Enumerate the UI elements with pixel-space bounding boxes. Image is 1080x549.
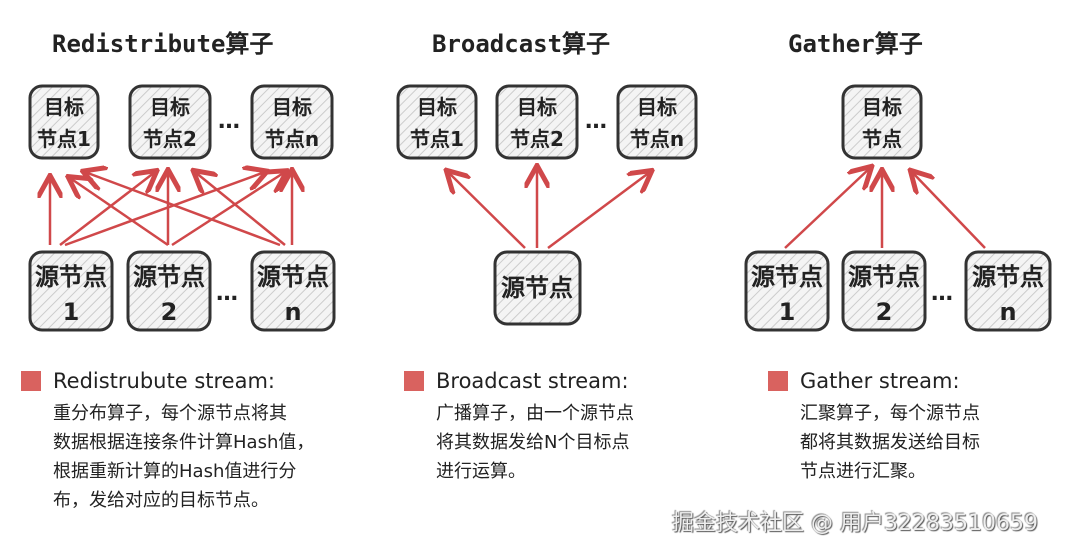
legend-swatch bbox=[21, 371, 41, 391]
arrow bbox=[171, 172, 285, 247]
redistribute-source-1: 源节点 1 bbox=[28, 250, 114, 332]
legend-title: Broadcast stream: bbox=[436, 369, 629, 393]
redistribute-title: Redistribute算子 bbox=[52, 30, 273, 58]
broadcast-arrows bbox=[448, 168, 650, 250]
arrow bbox=[547, 172, 650, 250]
svg-text:源节点: 源节点 bbox=[257, 263, 329, 291]
svg-text:目标: 目标 bbox=[862, 95, 902, 119]
svg-text:节点: 节点 bbox=[862, 127, 902, 151]
svg-text:2: 2 bbox=[161, 298, 178, 326]
gather-source-n: 源节点 n bbox=[964, 250, 1052, 332]
svg-text:源节点: 源节点 bbox=[751, 263, 823, 291]
svg-text:目标: 目标 bbox=[417, 95, 457, 119]
svg-text:1: 1 bbox=[63, 298, 80, 326]
ellipsis: … bbox=[931, 281, 953, 306]
legend-title: Redistrubute stream: bbox=[53, 369, 275, 393]
svg-text:目标: 目标 bbox=[150, 95, 190, 119]
svg-text:节点n: 节点n bbox=[265, 127, 319, 151]
svg-text:源节点: 源节点 bbox=[972, 263, 1044, 291]
ellipsis: … bbox=[216, 281, 238, 306]
svg-text:节点n: 节点n bbox=[630, 127, 684, 151]
arrow bbox=[195, 172, 286, 246]
svg-text:1: 1 bbox=[779, 298, 796, 326]
legend-description: 重分布算子，每个源节点将其数据根据连接条件计算Hash值，根据重新计算的Hash… bbox=[53, 403, 315, 511]
svg-text:2: 2 bbox=[876, 298, 893, 326]
legend-description: 汇聚算子，每个源节点都将其数据发送给目标节点进行汇聚。 bbox=[800, 403, 980, 482]
gather-source-1: 源节点 1 bbox=[744, 250, 830, 332]
legend-title: Gather stream: bbox=[800, 369, 960, 393]
svg-text:n: n bbox=[999, 298, 1016, 326]
svg-text:目标: 目标 bbox=[272, 95, 312, 119]
ellipsis: … bbox=[218, 109, 240, 134]
svg-text:节点1: 节点1 bbox=[410, 127, 464, 151]
redistribute-source-2: 源节点 2 bbox=[126, 250, 212, 332]
arrow bbox=[784, 168, 870, 249]
broadcast-source: 源节点 bbox=[493, 250, 582, 326]
svg-text:源节点: 源节点 bbox=[501, 274, 573, 302]
arrow bbox=[59, 172, 155, 246]
svg-text:节点2: 节点2 bbox=[510, 127, 564, 151]
gather-arrows bbox=[784, 168, 986, 249]
legend-swatch bbox=[768, 371, 788, 391]
arrow bbox=[85, 172, 281, 247]
redistribute-source-n: 源节点 n bbox=[250, 250, 336, 332]
arrow bbox=[912, 172, 986, 249]
broadcast-title: Broadcast算子 bbox=[432, 30, 610, 58]
ellipsis: … bbox=[585, 109, 607, 134]
legend-swatch bbox=[404, 371, 424, 391]
gather-title: Gather算子 bbox=[788, 30, 923, 58]
svg-text:源节点: 源节点 bbox=[848, 263, 920, 291]
arrow bbox=[448, 172, 526, 249]
svg-text:目标: 目标 bbox=[517, 95, 557, 119]
svg-text:n: n bbox=[284, 298, 301, 326]
legend-description: 广播算子，由一个源节点将其数据发给N个目标点进行运算。 bbox=[436, 403, 634, 482]
svg-text:节点2: 节点2 bbox=[143, 127, 197, 151]
svg-text:目标: 目标 bbox=[637, 95, 677, 119]
gather-target: 目标节点 bbox=[841, 84, 923, 160]
watermark: 掘金技术社区 @ 用户32283510659 bbox=[672, 511, 1038, 536]
redistribute-arrows bbox=[50, 172, 292, 247]
svg-text:目标: 目标 bbox=[44, 95, 84, 119]
arrow bbox=[64, 172, 265, 247]
svg-text:节点1: 节点1 bbox=[37, 127, 91, 151]
svg-text:源节点: 源节点 bbox=[35, 263, 107, 291]
gather-source-2: 源节点 2 bbox=[841, 250, 927, 332]
svg-text:源节点: 源节点 bbox=[133, 263, 205, 291]
